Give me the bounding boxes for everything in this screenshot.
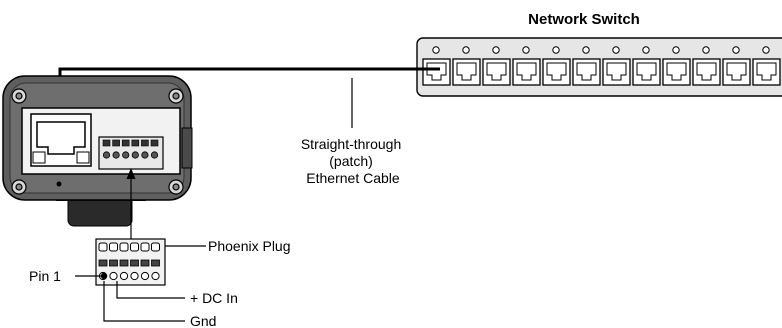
switch-led [612, 46, 620, 54]
camera-terminal-slot [102, 139, 111, 147]
plug-slot [130, 259, 139, 267]
plug-slot [151, 259, 160, 267]
camera-terminal-slot [150, 139, 159, 147]
dc-in-label: + DC In [190, 290, 238, 306]
switch-led [552, 46, 560, 54]
network-switch: Network Switch [416, 11, 782, 97]
camera-terminal-slot [141, 139, 149, 147]
camera-terminal-pin [131, 151, 139, 159]
camera-rj45-jack [30, 113, 92, 167]
switch-port [752, 58, 781, 86]
switch-port [692, 58, 721, 86]
cable-label: Straight-through (patch) Ethernet Cable [301, 136, 405, 186]
switch-port [632, 58, 661, 86]
switch-port [452, 58, 481, 86]
plug-screw [130, 242, 139, 252]
plug-wire-hole [151, 271, 160, 281]
switch-port [422, 58, 451, 86]
pin1-label: Pin 1 [29, 268, 61, 284]
switch-port [542, 58, 571, 86]
plug-slot [119, 259, 129, 267]
camera-terminal-pin [150, 151, 159, 159]
plug-callout-lines [75, 245, 206, 322]
switch-led [672, 46, 680, 54]
cable-label-line1: Straight-through [301, 136, 401, 152]
cable-label-line3: Ethernet Cable [306, 170, 400, 186]
phoenix-plug-label: Phoenix Plug [208, 238, 291, 254]
switch-port [512, 58, 541, 86]
switch-status-leds [432, 46, 770, 54]
plug-screw [109, 242, 118, 252]
switch-led [582, 46, 590, 54]
camera-terminal-pin [122, 151, 130, 159]
plug-screw [98, 242, 108, 252]
camera-screws [11, 88, 184, 195]
switch-led [762, 46, 770, 54]
plug-screw [119, 242, 129, 252]
switch-port [602, 58, 631, 86]
camera [2, 75, 193, 227]
switch-led [732, 46, 740, 54]
plug-screw [151, 242, 160, 252]
camera-terminal-block [98, 136, 164, 170]
plug-slot [109, 259, 118, 267]
cable-label-line2: (patch) [329, 153, 373, 169]
switch-port [572, 58, 601, 86]
switch-port [482, 58, 511, 86]
pin1-marker [100, 272, 108, 280]
plug-wire-hole [109, 271, 118, 281]
switch-led [522, 46, 530, 54]
camera-terminal-slot [112, 139, 120, 147]
plug-slot [140, 259, 150, 267]
switch-led [432, 46, 440, 54]
camera-terminal-pin [102, 151, 111, 159]
camera-terminal-slot [131, 139, 140, 147]
plug-screw [140, 242, 150, 252]
plug-slot [98, 259, 108, 267]
network-switch-title: Network Switch [528, 11, 640, 28]
switch-ports [422, 58, 781, 86]
switch-port [722, 58, 751, 86]
camera-terminal-pin [112, 151, 120, 159]
gnd-label: Gnd [190, 313, 216, 328]
camera-terminal-pin [141, 151, 149, 159]
switch-led [702, 46, 710, 54]
switch-led [462, 46, 470, 54]
plug-connection-arrow [126, 168, 136, 240]
plug-wire-hole [130, 271, 139, 281]
plug-wire-hole [140, 271, 150, 281]
switch-port [662, 58, 691, 86]
switch-led [642, 46, 650, 54]
switch-led [492, 46, 500, 54]
plug-wire-hole [119, 271, 129, 281]
camera-terminal-slot [121, 139, 130, 147]
